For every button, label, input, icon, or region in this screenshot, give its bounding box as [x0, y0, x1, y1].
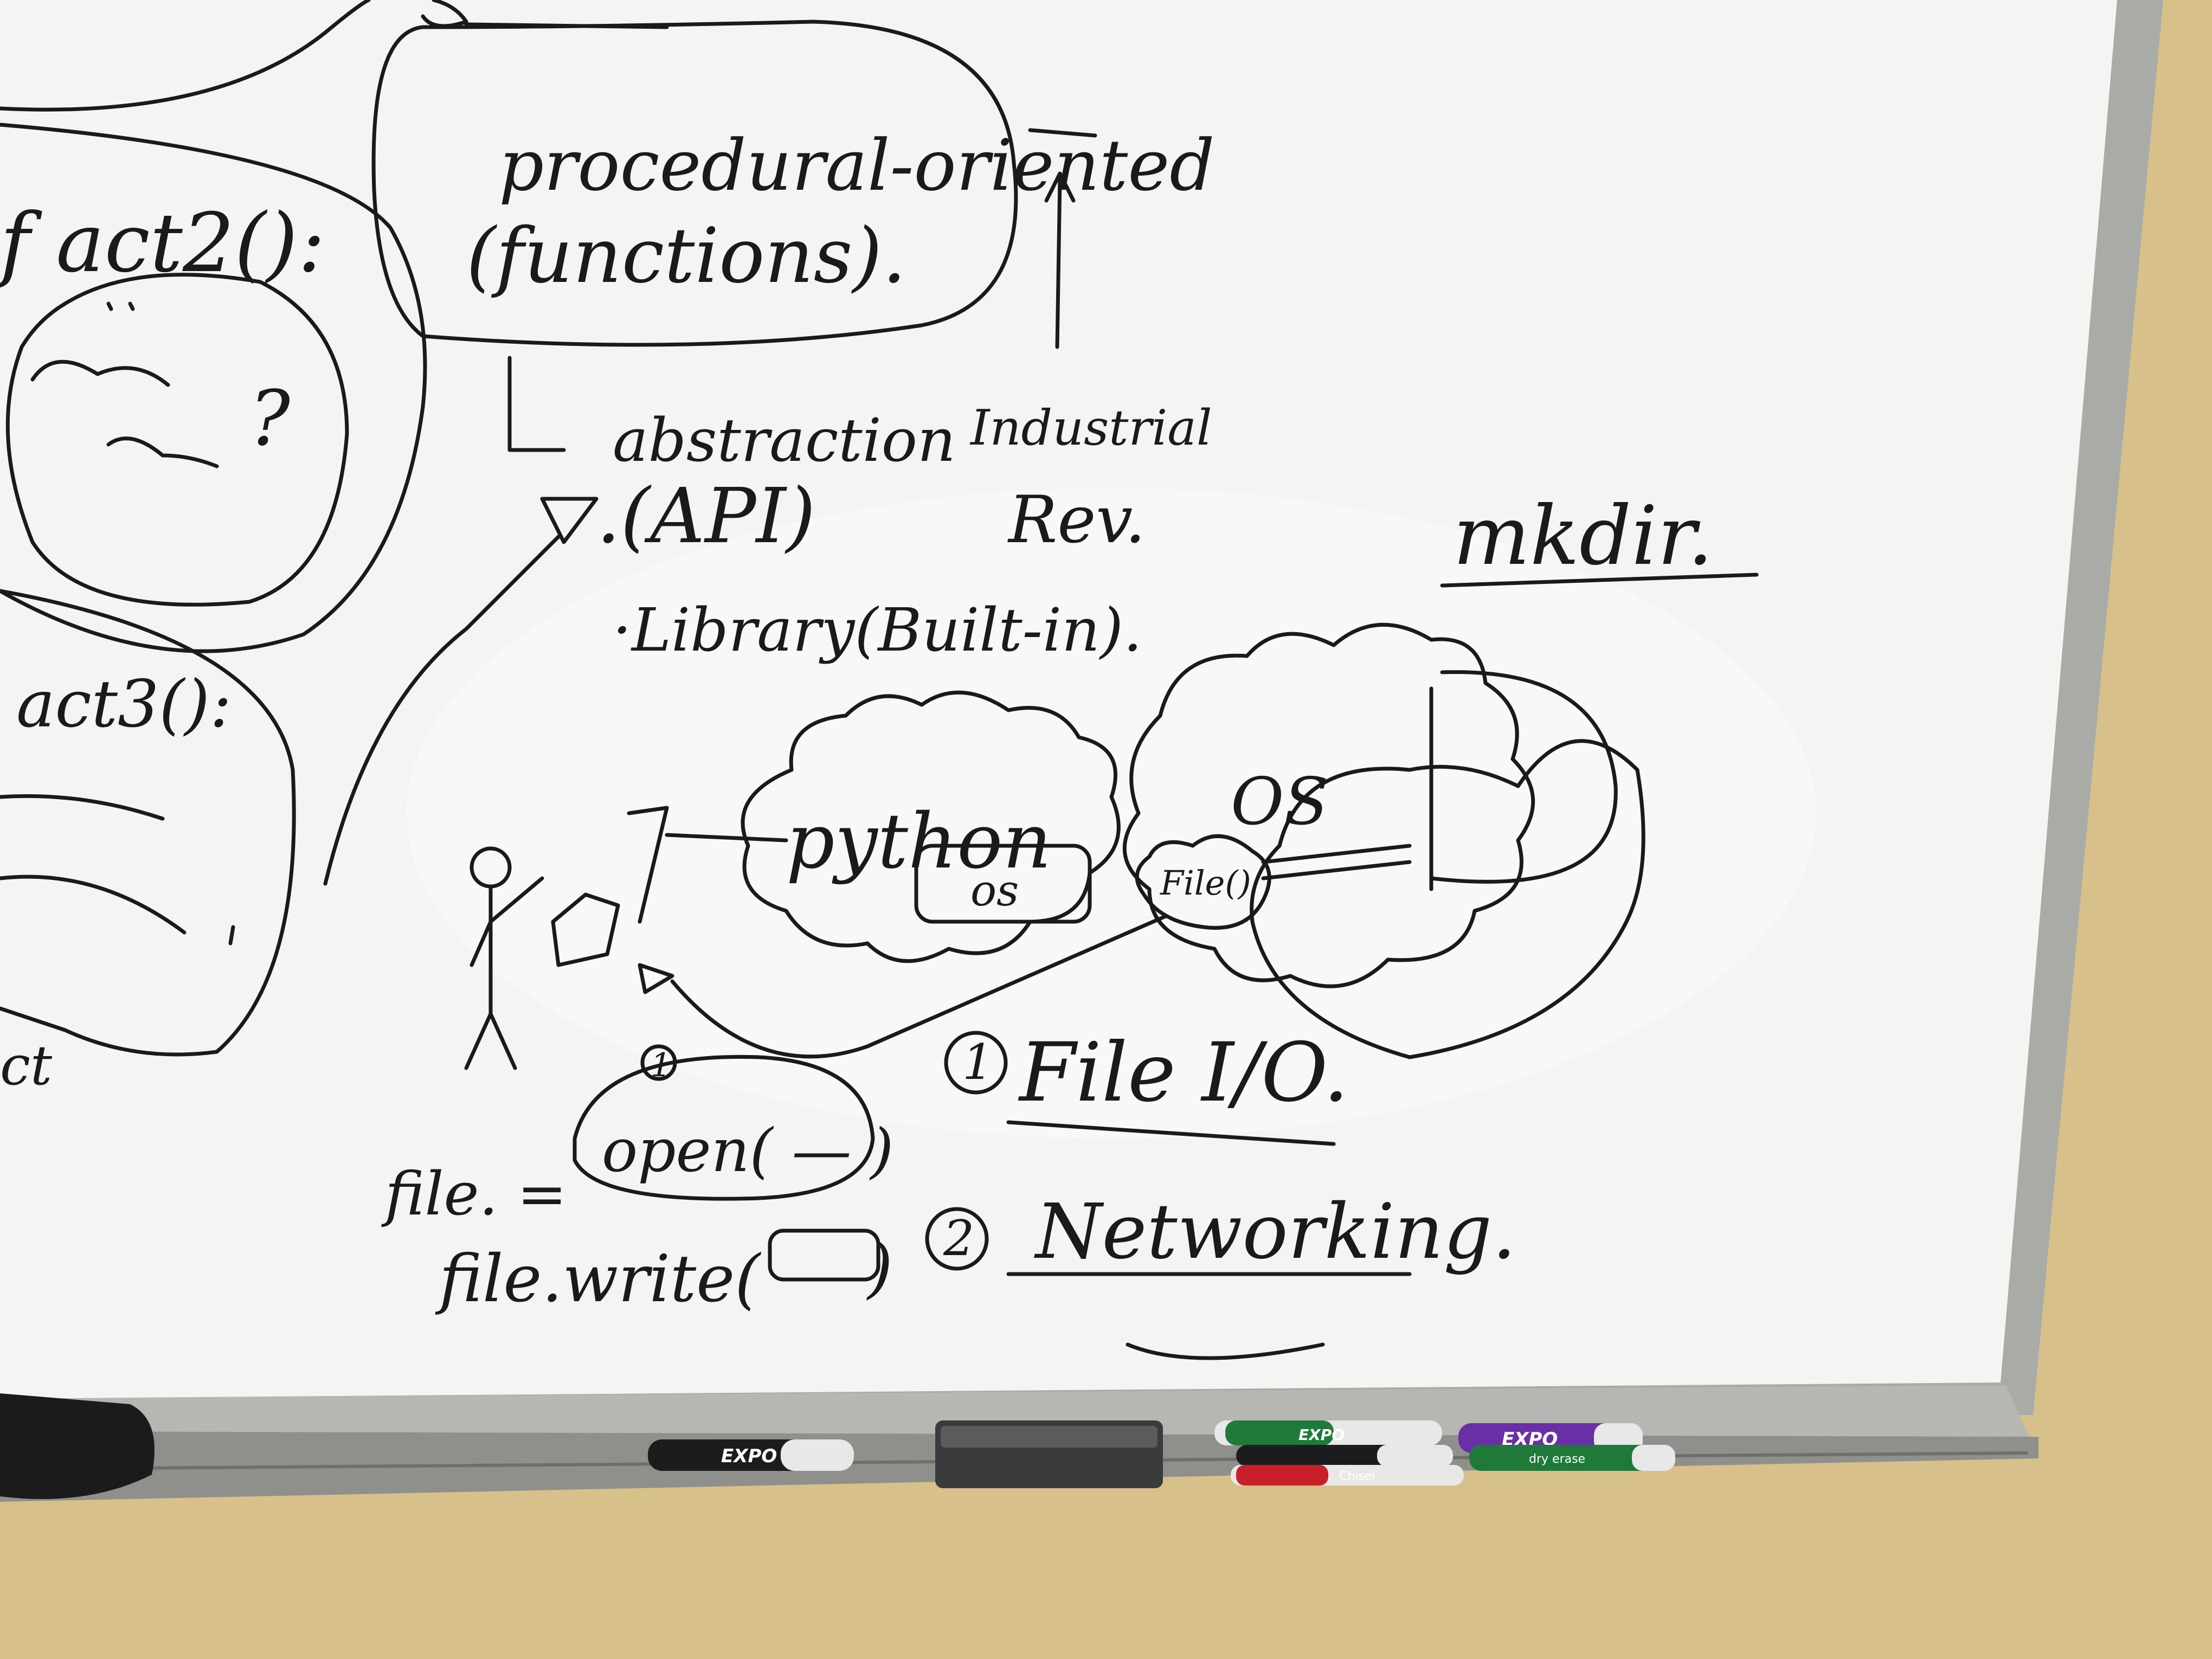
- squiggle-1: [30, 359, 170, 387]
- svg-text:EXPO: EXPO: [1298, 1426, 1345, 1444]
- d-shape: [1429, 670, 1618, 891]
- circle-num-1: [944, 1031, 1008, 1095]
- text-mkdir: mkdir.: [1453, 489, 1713, 583]
- open-bubble: [573, 1054, 875, 1201]
- text-api: .(API): [596, 472, 815, 561]
- drawings: [0, 0, 1759, 1360]
- eraser-icon[interactable]: [935, 1420, 1163, 1488]
- svg-text:EXPO: EXPO: [721, 1445, 777, 1467]
- mkdir-underline: [1440, 573, 1759, 588]
- act3-bubble: [0, 589, 296, 1057]
- arrow-up-shaft: [1055, 177, 1062, 349]
- text-rev: Rev.: [1007, 483, 1146, 558]
- abstraction-bracket: [507, 356, 566, 452]
- text-ct: ct: [0, 1034, 53, 1097]
- text-act2: f act2():: [0, 196, 325, 291]
- marker-green-1[interactable]: EXPO: [1214, 1420, 1442, 1445]
- text-industrial: Industrial: [969, 400, 1212, 456]
- marker-red[interactable]: Chisel: [1231, 1465, 1464, 1486]
- circle-top: [421, 0, 468, 28]
- text-python: python: [786, 798, 1052, 886]
- big-cloud: [1250, 739, 1645, 1059]
- bottom-arc: [1126, 1342, 1325, 1360]
- text-procedural: procedural-oriented: [499, 124, 1215, 207]
- procedural-bubble: [371, 20, 1018, 347]
- svg-text:dry erase: dry erase: [1529, 1452, 1585, 1466]
- board-surface: [0, 0, 2117, 1399]
- text-file-io: File I/O.: [1018, 1026, 1349, 1120]
- dots: [106, 301, 135, 311]
- triangle-pointer: [540, 497, 599, 544]
- file-cloud: [1135, 834, 1271, 930]
- text-os: OS: [1231, 764, 1329, 840]
- fileio-underline: [1006, 1120, 1336, 1146]
- text-os-small: os: [970, 865, 1019, 916]
- zigzag-line: [627, 806, 788, 924]
- text-num-1: 1: [962, 1034, 993, 1091]
- diagonal-line: [323, 535, 561, 886]
- left-bubble-outer: [0, 123, 427, 653]
- arrow-top-bar: [1028, 128, 1097, 138]
- text-write-close: ): [866, 1231, 893, 1306]
- text-file-cloud: File(): [1160, 863, 1251, 903]
- circle-small-1: [640, 1044, 677, 1081]
- stick-figure-icon: [464, 846, 544, 1070]
- arrow-up-icon: [1044, 171, 1076, 203]
- text-abstraction: abstraction: [613, 406, 956, 475]
- text-act3: act3():: [16, 667, 232, 742]
- text-library: ·Library(Built-in).: [613, 595, 1142, 665]
- glare: [407, 488, 1816, 1139]
- arc-to-file: [670, 914, 1168, 1059]
- svg-text:Chisel: Chisel: [1339, 1470, 1375, 1483]
- act2-body-bubble: [5, 273, 349, 607]
- text-functions: (functions).: [466, 212, 906, 300]
- top-arc: [0, 0, 371, 112]
- circle-num-2: [925, 1207, 989, 1271]
- squiggle-4: [0, 874, 187, 935]
- text-question: ?: [249, 375, 291, 463]
- marker-black-2[interactable]: [1236, 1445, 1453, 1467]
- comma: [228, 925, 235, 946]
- marker-black-1[interactable]: EXPO: [648, 1439, 854, 1471]
- connector-lines: [1261, 844, 1412, 880]
- text-num-2: 2: [943, 1210, 974, 1267]
- os-cloud: [1122, 622, 1535, 988]
- black-object: [0, 1393, 155, 1499]
- text-file-eq: file. =: [381, 1159, 567, 1229]
- text-open: open( — ): [602, 1116, 893, 1185]
- squiggle-2: [106, 436, 219, 468]
- text-circle-one: 1: [651, 1046, 671, 1084]
- squiggle-3: [0, 794, 165, 821]
- small-triangle: [638, 963, 674, 994]
- write-box: [768, 1229, 880, 1282]
- device-icon: [551, 892, 620, 967]
- os-box: [914, 844, 1092, 924]
- marker-green-2[interactable]: dry erase: [1469, 1445, 1675, 1471]
- text-write: file.write(: [435, 1242, 761, 1317]
- text-networking: Networking.: [1034, 1188, 1516, 1276]
